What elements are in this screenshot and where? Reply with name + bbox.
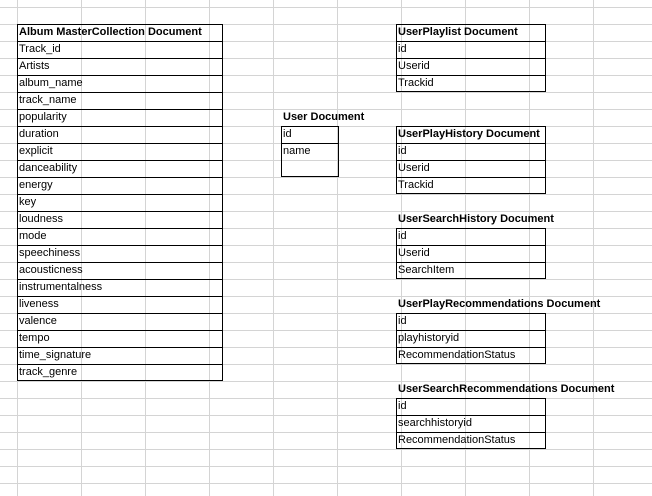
table-border bbox=[17, 24, 223, 381]
row-separator bbox=[396, 432, 546, 433]
row-separator bbox=[17, 228, 223, 229]
row-separator bbox=[17, 262, 223, 263]
field-cell[interactable]: Track_id bbox=[19, 43, 61, 55]
field-cell[interactable]: mode bbox=[19, 230, 47, 242]
row-separator bbox=[17, 364, 223, 365]
field-cell[interactable]: instrumentalness bbox=[19, 281, 103, 293]
field-cell[interactable]: speechiness bbox=[19, 247, 81, 259]
row-separator bbox=[17, 211, 223, 212]
row-separator bbox=[396, 58, 546, 59]
row-separator bbox=[396, 245, 546, 246]
field-cell[interactable]: name bbox=[283, 145, 311, 157]
header-separator bbox=[396, 143, 546, 144]
row-separator bbox=[17, 194, 223, 195]
row-separator bbox=[17, 330, 223, 331]
table-header[interactable]: Album MasterCollection Document bbox=[19, 26, 202, 38]
row-separator bbox=[396, 177, 546, 178]
row-separator bbox=[17, 245, 223, 246]
row-separator bbox=[17, 313, 223, 314]
row-separator bbox=[396, 160, 546, 161]
table-header[interactable]: User Document bbox=[283, 111, 365, 123]
row-separator bbox=[17, 160, 223, 161]
field-cell[interactable]: Userid bbox=[398, 162, 430, 174]
field-cell[interactable]: time_signature bbox=[19, 349, 92, 361]
field-cell[interactable]: energy bbox=[19, 179, 53, 191]
field-cell[interactable]: explicit bbox=[19, 145, 53, 157]
field-cell[interactable]: danceability bbox=[19, 162, 78, 174]
row-separator bbox=[17, 126, 223, 127]
field-cell[interactable]: valence bbox=[19, 315, 57, 327]
field-cell[interactable]: id bbox=[283, 128, 292, 140]
field-cell[interactable]: Artists bbox=[19, 60, 50, 72]
row-separator bbox=[396, 262, 546, 263]
table-header[interactable]: UserSearchRecommendations Document bbox=[398, 383, 615, 395]
table-border bbox=[281, 126, 339, 177]
field-cell[interactable]: Trackid bbox=[398, 179, 434, 191]
field-cell[interactable]: popularity bbox=[19, 111, 67, 123]
row-separator bbox=[17, 75, 223, 76]
field-cell[interactable]: track_genre bbox=[19, 366, 78, 378]
row-separator bbox=[17, 58, 223, 59]
table-header[interactable]: UserSearchHistory Document bbox=[398, 213, 554, 225]
table-header[interactable]: UserPlayHistory Document bbox=[398, 128, 540, 140]
field-cell[interactable]: loudness bbox=[19, 213, 64, 225]
field-cell[interactable]: id bbox=[398, 145, 407, 157]
field-cell[interactable]: Trackid bbox=[398, 77, 434, 89]
field-cell[interactable]: playhistoryid bbox=[398, 332, 460, 344]
row-separator bbox=[396, 347, 546, 348]
field-cell[interactable]: album_name bbox=[19, 77, 83, 89]
field-cell[interactable]: id bbox=[398, 43, 407, 55]
row-separator bbox=[17, 109, 223, 110]
table-header[interactable]: UserPlayRecommendations Document bbox=[398, 298, 601, 310]
row-separator bbox=[17, 177, 223, 178]
field-cell[interactable]: RecommendationStatus bbox=[398, 434, 516, 446]
field-cell[interactable]: tempo bbox=[19, 332, 50, 344]
row-separator bbox=[17, 279, 223, 280]
row-separator bbox=[396, 415, 546, 416]
field-cell[interactable]: SearchItem bbox=[398, 264, 455, 276]
table-border bbox=[396, 228, 546, 279]
row-separator bbox=[396, 330, 546, 331]
field-cell[interactable]: searchhistoryid bbox=[398, 417, 472, 429]
row-separator bbox=[17, 143, 223, 144]
row-separator bbox=[17, 92, 223, 93]
header-separator bbox=[396, 41, 546, 42]
field-cell[interactable]: duration bbox=[19, 128, 59, 140]
row-separator bbox=[281, 143, 339, 144]
table-header[interactable]: UserPlaylist Document bbox=[398, 26, 518, 38]
table-border bbox=[396, 398, 546, 449]
row-separator bbox=[17, 296, 223, 297]
row-separator bbox=[17, 347, 223, 348]
field-cell[interactable]: RecommendationStatus bbox=[398, 349, 516, 361]
row-separator bbox=[396, 75, 546, 76]
field-cell[interactable]: acousticness bbox=[19, 264, 83, 276]
field-cell[interactable]: Userid bbox=[398, 60, 430, 72]
field-cell[interactable]: track_name bbox=[19, 94, 77, 106]
field-cell[interactable]: id bbox=[398, 400, 407, 412]
field-cell[interactable]: id bbox=[398, 230, 407, 242]
field-cell[interactable]: id bbox=[398, 315, 407, 327]
header-separator bbox=[17, 41, 223, 42]
field-cell[interactable]: liveness bbox=[19, 298, 59, 310]
table-border bbox=[396, 313, 546, 364]
field-cell[interactable]: Userid bbox=[398, 247, 430, 259]
field-cell[interactable]: key bbox=[19, 196, 37, 208]
